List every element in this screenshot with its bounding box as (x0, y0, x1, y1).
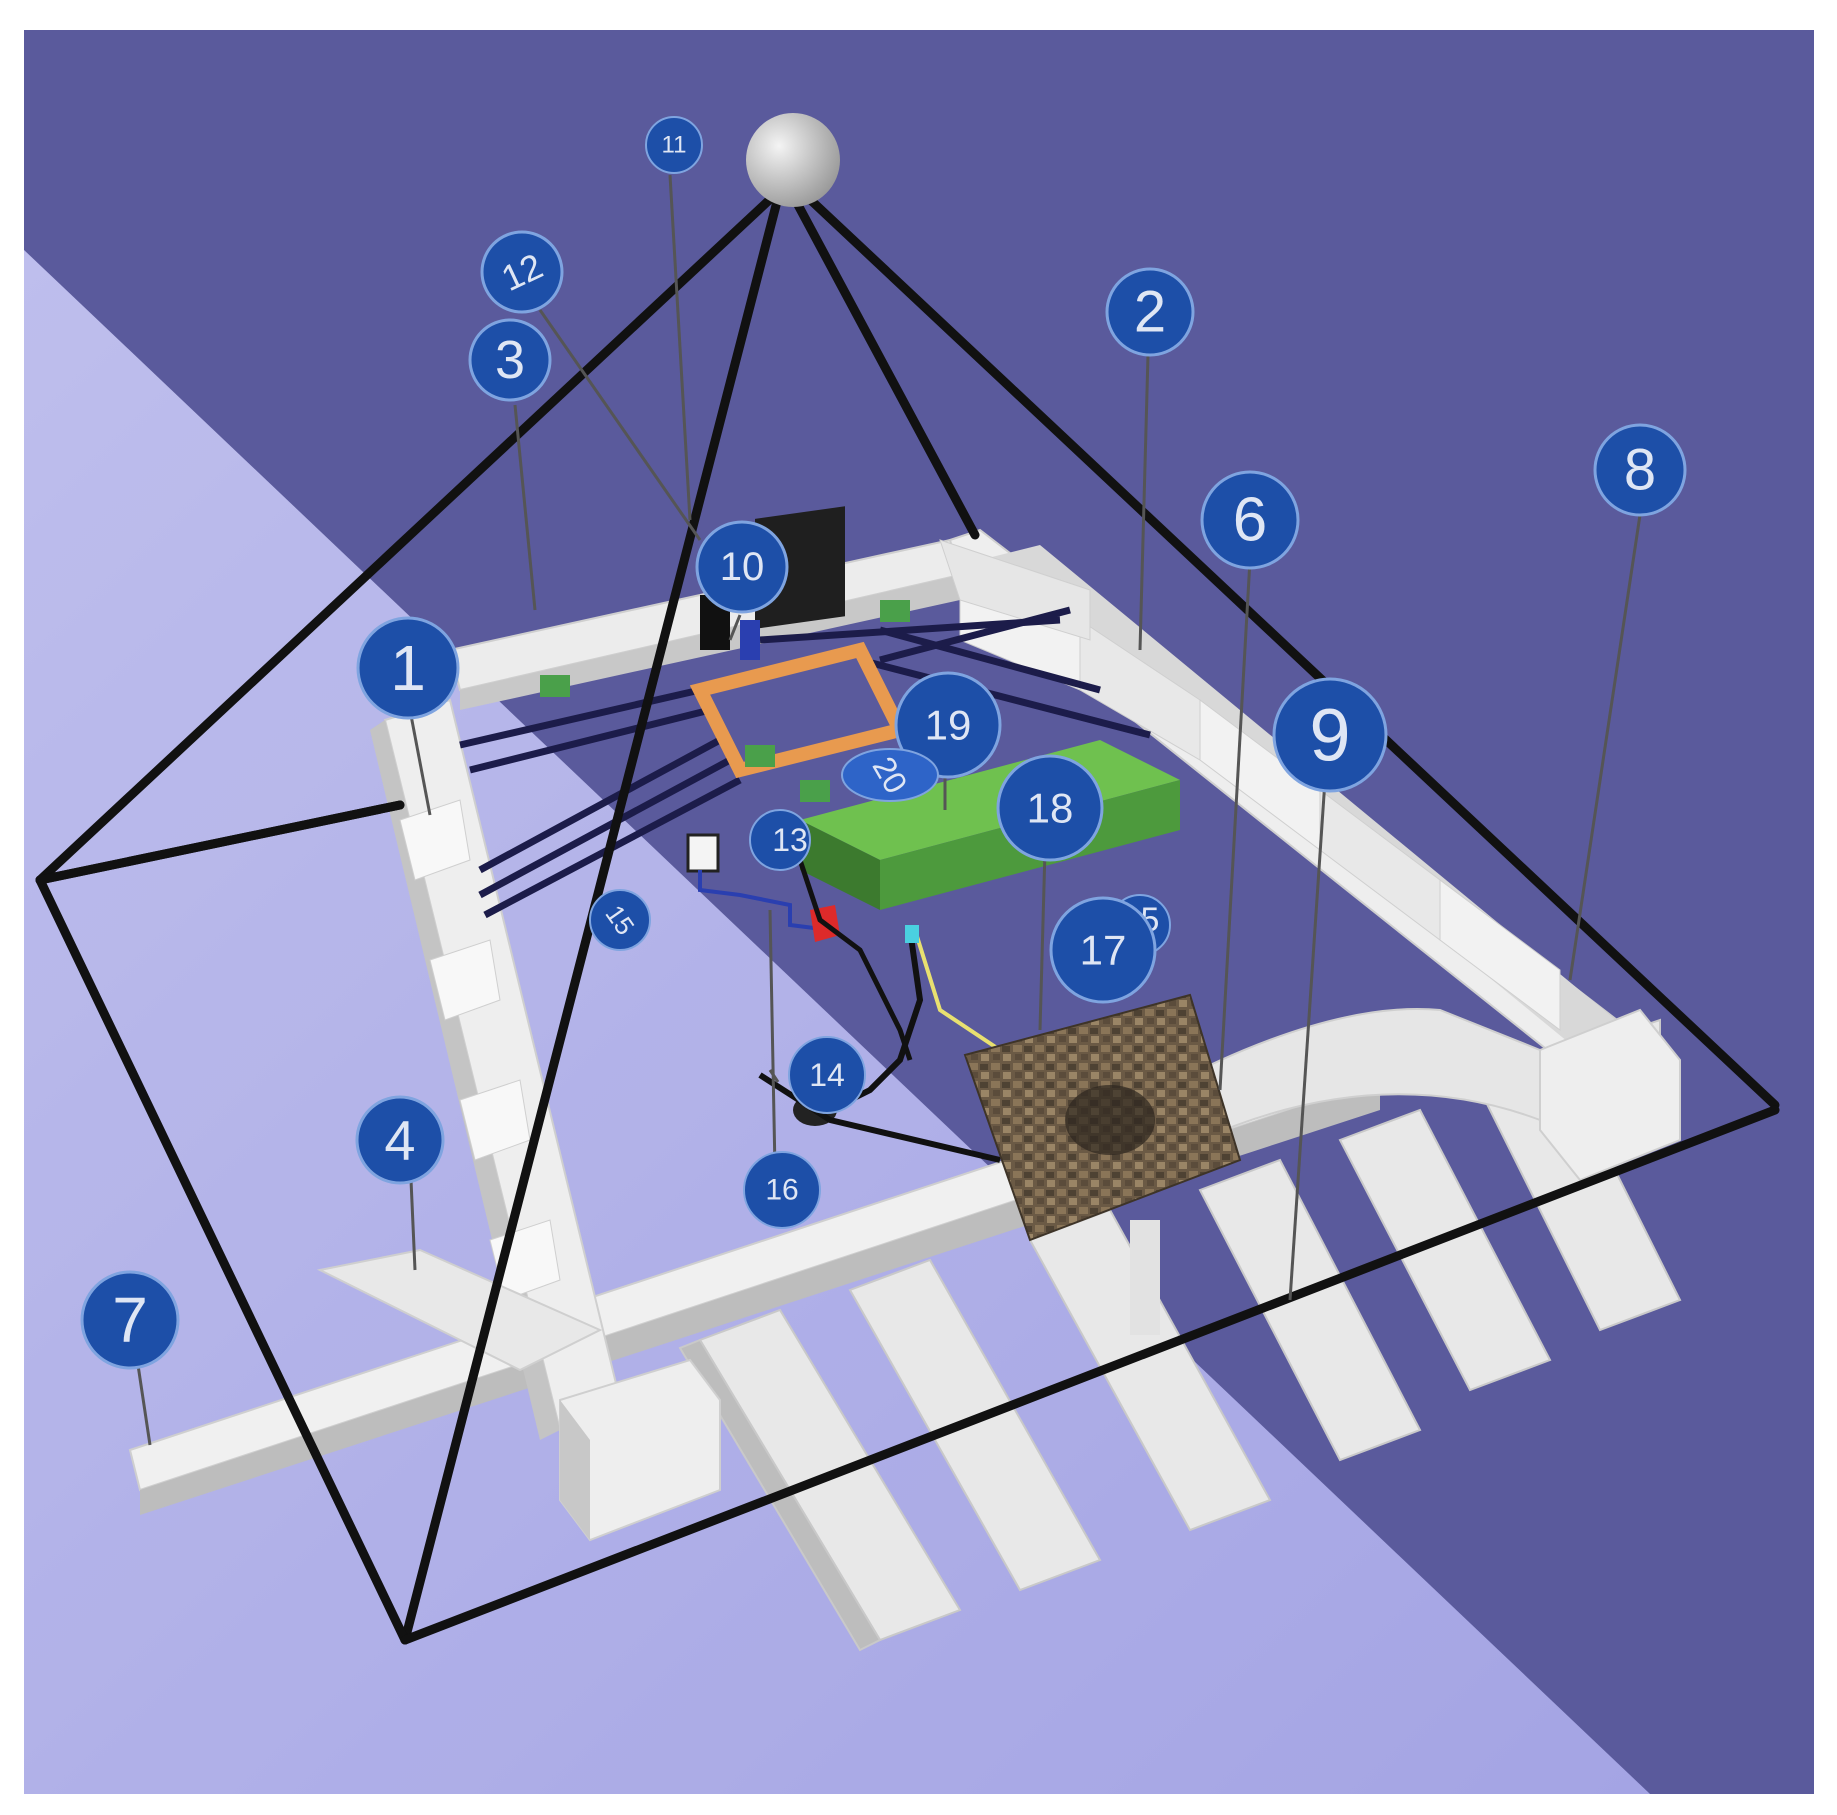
cable-bundle (459, 606, 1151, 919)
callout-13: 13 (749, 809, 811, 871)
callout-15: 15 (589, 889, 651, 951)
svg-text:4: 4 (384, 1109, 415, 1172)
svg-text:8: 8 (1624, 438, 1656, 503)
callout-14: 14 (788, 1036, 866, 1114)
callout-18: 18 (996, 754, 1104, 862)
center-module (540, 506, 911, 802)
callout-20: 20 (841, 748, 939, 802)
svg-text:3: 3 (495, 330, 525, 390)
callout-11: 11 (645, 116, 703, 174)
svg-text:1: 1 (390, 632, 426, 704)
callout-7: 7 (80, 1270, 180, 1370)
svg-text:6: 6 (1233, 486, 1267, 555)
svg-text:16: 16 (765, 1174, 798, 1207)
callout-6: 6 (1200, 470, 1300, 570)
callout-8: 8 (1593, 423, 1687, 517)
callout-10: 10 (695, 520, 789, 614)
callout-2: 2 (1105, 267, 1195, 357)
left-column-beam (316, 698, 721, 1542)
svg-text:14: 14 (809, 1057, 845, 1093)
callout-4: 4 (355, 1095, 445, 1185)
svg-text:11: 11 (662, 132, 687, 159)
svg-text:2: 2 (1134, 280, 1166, 345)
svg-text:19: 19 (925, 702, 972, 749)
stone-panel (963, 993, 1242, 1335)
apex-ball (746, 113, 840, 207)
callout-17: 17 (1049, 896, 1157, 1004)
svg-text:10: 10 (720, 545, 765, 589)
callout-3: 3 (468, 318, 552, 402)
svg-text:18: 18 (1027, 785, 1074, 832)
control-unit-box (755, 506, 845, 629)
callout-1: 1 (356, 616, 460, 720)
callout-12: 12 (480, 230, 564, 314)
callout-9: 9 (1272, 677, 1388, 793)
right-rail-assembly (917, 528, 1681, 1182)
svg-text:7: 7 (112, 1284, 148, 1356)
svg-text:17: 17 (1080, 927, 1127, 974)
svg-text:13: 13 (772, 822, 808, 858)
svg-text:9: 9 (1309, 694, 1350, 777)
callout-16: 16 (743, 1151, 821, 1229)
callout-19: 19 (894, 671, 1002, 779)
